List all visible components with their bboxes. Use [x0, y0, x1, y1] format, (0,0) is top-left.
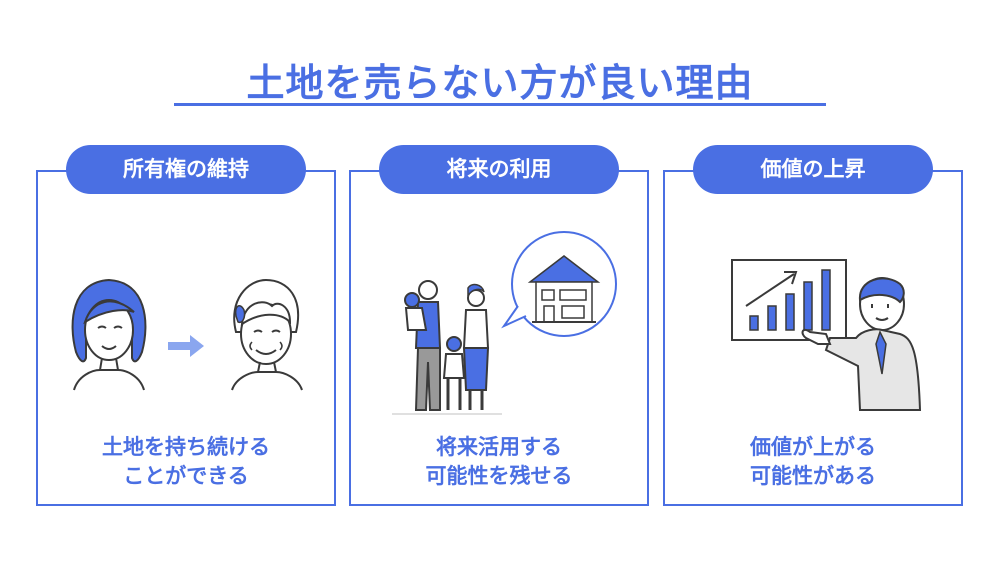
- family-icon: [392, 280, 502, 415]
- panel-future-use: [349, 170, 649, 506]
- arrow-right-icon: [168, 335, 204, 357]
- caption-value-rise: 価値が上がる 可能性がある: [663, 433, 963, 491]
- caption-value-rise-line1: 価値が上がる: [750, 435, 876, 459]
- house-bubble-icon: [501, 231, 617, 337]
- caption-ownership: 土地を持ち続ける ことができる: [36, 433, 336, 491]
- panel-heading-value-rise: 価値の上昇: [693, 145, 933, 194]
- caption-ownership-line1: 土地を持ち続ける: [102, 435, 270, 459]
- elderly-woman-icon: [231, 278, 303, 391]
- caption-future-use: 将来活用する 可能性を残せる: [349, 433, 649, 491]
- caption-value-rise-line2: 可能性がある: [750, 464, 876, 488]
- panel-heading-future-use: 将来の利用: [379, 145, 619, 194]
- caption-future-use-line1: 将来活用する: [436, 435, 562, 459]
- caption-ownership-line2: ことができる: [123, 464, 249, 488]
- page-title: 土地を売らない方が良い理由: [246, 61, 754, 105]
- title-underline: [174, 103, 826, 106]
- caption-future-use-line2: 可能性を残せる: [425, 464, 573, 488]
- young-woman-icon: [71, 278, 147, 391]
- chart-board-icon: [731, 259, 847, 341]
- businessman-icon: [801, 277, 922, 411]
- panel-heading-ownership: 所有権の維持: [66, 145, 306, 194]
